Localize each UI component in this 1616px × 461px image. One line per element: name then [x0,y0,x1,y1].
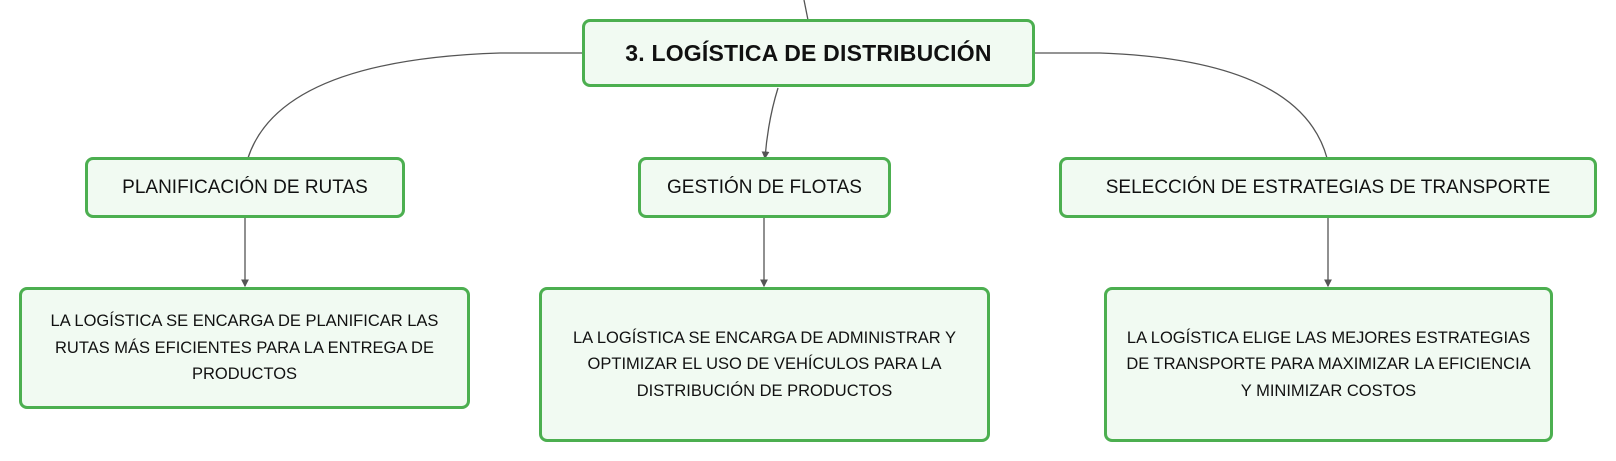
branch-node-label: SELECCIÓN DE ESTRATEGIAS DE TRANSPORTE [1105,176,1551,198]
branch-node-label: PLANIFICACIÓN DE RUTAS [122,176,368,198]
detail-node-text: LA LOGÍSTICA ELIGE LAS MEJORES ESTRATEGI… [1126,328,1531,400]
detail-node-transport-strategies[interactable]: LA LOGÍSTICA ELIGE LAS MEJORES ESTRATEGI… [1104,287,1553,442]
connector-parent-to-root [803,0,809,21]
detail-node-route-planning[interactable]: LA LOGÍSTICA SE ENCARGA DE PLANIFICAR LA… [19,287,470,409]
connector-root-to-branch-3 [1035,52,1328,159]
detail-node-fleet-management[interactable]: LA LOGÍSTICA SE ENCARGA DE ADMINISTRAR Y… [539,287,990,442]
branch-node-label: GESTIÓN DE FLOTAS [667,176,862,198]
detail-node-text: LA LOGÍSTICA SE ENCARGA DE ADMINISTRAR Y… [573,328,956,400]
branch-node-transport-strategies[interactable]: SELECCIÓN DE ESTRATEGIAS DE TRANSPORTE [1059,157,1597,218]
root-node-label: 3. LOGÍSTICA DE DISTRIBUCIÓN [625,39,992,66]
connector-root-to-branch-1 [247,52,582,159]
root-node[interactable]: 3. LOGÍSTICA DE DISTRIBUCIÓN [582,19,1035,87]
connector-root-to-branch-2 [761,87,779,160]
branch-node-fleet-management[interactable]: GESTIÓN DE FLOTAS [638,157,891,218]
branch-node-route-planning[interactable]: PLANIFICACIÓN DE RUTAS [85,157,405,218]
detail-node-text: LA LOGÍSTICA SE ENCARGA DE PLANIFICAR LA… [50,312,439,384]
